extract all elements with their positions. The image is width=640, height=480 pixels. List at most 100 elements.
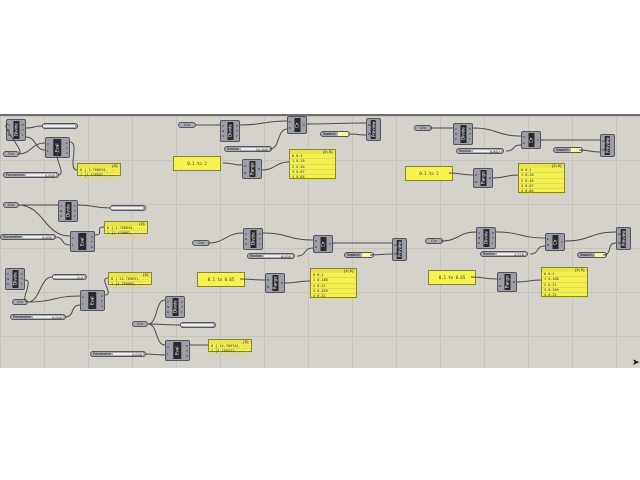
colour-swatch[interactable]: Swatch — [553, 147, 583, 153]
input-pin: P — [289, 120, 291, 124]
curve-param[interactable]: Crv — [178, 122, 196, 128]
curve-param[interactable]: Crv — [425, 238, 443, 244]
panel-header: {0} — [78, 164, 120, 168]
slider-label: Radius — [250, 254, 262, 258]
output-pin: T — [185, 348, 188, 353]
output-pin: A — [185, 353, 188, 358]
output-pin: t — [74, 214, 76, 219]
divide-curve-component-label: Divide — [12, 121, 20, 139]
range-panel[interactable]: 0.1 to 0.65 — [428, 270, 476, 285]
output-pin: T — [181, 304, 183, 309]
curve-param[interactable]: Crv — [3, 202, 19, 208]
output-pin: t — [492, 241, 494, 246]
range-panel[interactable]: 0.1 to 2 — [173, 156, 221, 171]
number-slider[interactable] — [110, 205, 146, 211]
range-component-outputs: R — [281, 276, 283, 290]
slider-label: Radius — [483, 252, 495, 256]
panel-row: 0 {-14.709744, ... — [209, 344, 251, 350]
slider-label: Parameter — [6, 173, 25, 177]
output-panel[interactable]: {0}0 {-1.768634, ...1 {1.470882, ... — [77, 163, 121, 179]
input-pin: N — [167, 304, 170, 309]
range-text: 0.1 to 0.65 — [438, 275, 466, 280]
range-panel[interactable]: 0.1 to 2 — [405, 166, 453, 181]
curve-param[interactable]: Crv — [414, 125, 432, 131]
input-pin: D — [244, 163, 247, 168]
circle-component-outputs: C — [303, 119, 305, 131]
input-pin: D — [475, 172, 478, 177]
colour-swatch[interactable]: Swatch — [344, 252, 374, 258]
colour-swatch[interactable]: Swatch — [320, 131, 350, 137]
curve-param[interactable]: Crv — [12, 299, 28, 305]
curve-param[interactable]: Crv — [192, 240, 210, 246]
output-pin: A — [90, 244, 93, 249]
circle-component-outputs: C — [537, 134, 539, 146]
input-pin: C — [167, 344, 170, 349]
slider-value: 0.000 — [113, 352, 143, 356]
panel-row: 3 0.67 — [290, 170, 335, 176]
output-panel[interactable]: {0}0 {-1.768634, ...1 {1.470882, ... — [104, 221, 148, 237]
curve-param[interactable]: Crv — [132, 321, 148, 327]
panel-row: 4 0.84 — [519, 189, 564, 195]
curve-param[interactable]: Crv — [3, 151, 19, 157]
input-pin: C — [60, 203, 63, 208]
number-slider[interactable]: 0.0 — [52, 274, 87, 280]
slider-value — [181, 323, 213, 327]
panel-header: {0} — [209, 340, 251, 344]
range-component-outputs: R — [513, 275, 515, 289]
output-panel[interactable]: {0}0 {-14.709744, ...1 {4.189331, ... — [208, 339, 252, 355]
output-pin: R — [257, 167, 260, 171]
range-panel[interactable]: 0.1 to 0.65 — [197, 272, 245, 287]
swatch-label: Swatch — [556, 148, 569, 152]
colour-swatch[interactable]: Swatch — [577, 252, 607, 258]
input-pin: D — [499, 276, 502, 281]
number-slider[interactable] — [180, 322, 216, 328]
output-panel[interactable]: {0}0 {-14.709631, ...1 {4.360865, ... — [108, 272, 152, 288]
input-pin: R — [547, 243, 550, 247]
number-slider[interactable] — [42, 123, 78, 129]
